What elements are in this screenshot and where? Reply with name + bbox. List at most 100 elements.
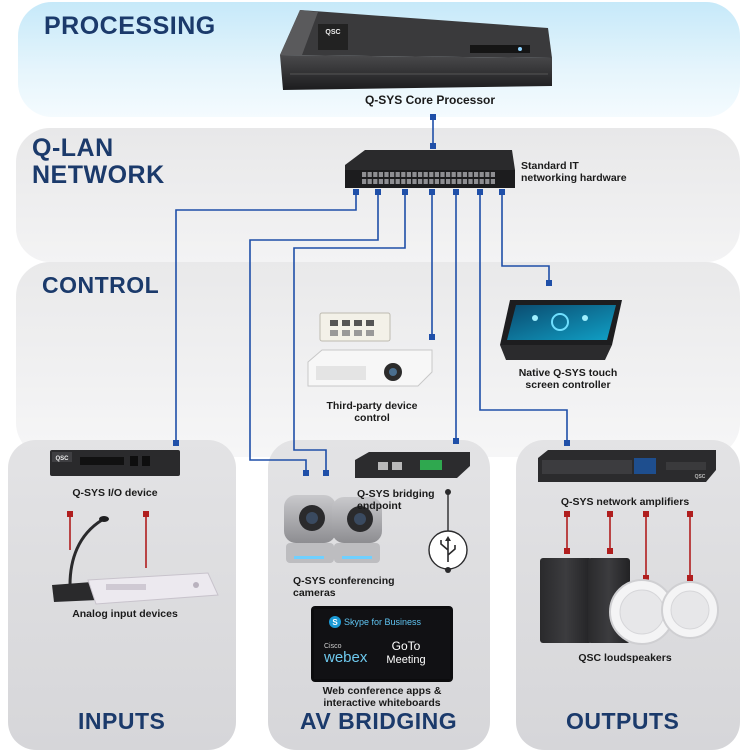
switch-port: [462, 172, 467, 177]
heading-network-line1: Q-LAN: [32, 134, 114, 162]
cisco-text: Cisco: [324, 643, 342, 650]
switch-port: [401, 172, 406, 177]
label-bridging-line1: Q-SYS bridging: [357, 488, 435, 500]
switch-port: [406, 179, 411, 184]
label-switch-line2: networking hardware: [521, 172, 627, 184]
switch-port: [378, 179, 383, 184]
switch-port: [457, 179, 462, 184]
switch-port: [418, 179, 423, 184]
label-touch-line1: Native Q-SYS touch: [518, 367, 618, 379]
touch-screen-device: [500, 300, 622, 360]
io-device: QSC: [50, 450, 180, 476]
bridging-endpoint-device: [355, 452, 470, 478]
switch-port: [423, 179, 428, 184]
switch-port: [479, 179, 484, 184]
switch-port: [468, 172, 473, 177]
switch-port: [362, 179, 367, 184]
switch-port: [440, 179, 445, 184]
amp-brand-text: QSC: [695, 474, 706, 480]
heading-control: CONTROL: [42, 272, 160, 298]
switch-port: [434, 172, 439, 177]
loudspeakers: [540, 558, 719, 645]
core-processor-device: QSC: [280, 10, 552, 90]
label-amplifiers: Q-SYS network amplifiers: [560, 496, 690, 508]
switch-port: [367, 179, 372, 184]
goto-text-1: GoTo: [392, 639, 421, 653]
switch-port: [474, 179, 479, 184]
label-web-conference: Web conference apps & interactive whiteb…: [302, 685, 462, 709]
label-core-processor: Q-SYS Core Processor: [364, 93, 496, 107]
web-conference-screen: S Skype for Business Cisco webex GoTo Me…: [311, 606, 453, 682]
label-webconf-line2: interactive whiteboards: [323, 697, 441, 709]
analog-input-devices: [52, 516, 219, 605]
switch-port: [384, 172, 389, 177]
switch-port: [418, 172, 423, 177]
core-brand-text: QSC: [325, 29, 340, 36]
av-bridging-panel: [268, 440, 490, 750]
skype-icon: S: [329, 616, 341, 628]
switch-port: [395, 179, 400, 184]
label-cameras: Q-SYS conferencing cameras: [293, 575, 395, 599]
label-bridging-endpoint: Q-SYS bridging endpoint: [357, 488, 435, 512]
switch-port: [412, 179, 417, 184]
switch-port: [429, 172, 434, 177]
label-switch-line1: Standard IT: [521, 160, 579, 172]
switch-port: [406, 172, 411, 177]
network-endpoints: [173, 114, 570, 476]
switch-port: [362, 172, 367, 177]
label-cameras-line2: cameras: [293, 587, 336, 599]
switch-port: [401, 179, 406, 184]
label-cameras-line1: Q-SYS conferencing: [293, 575, 395, 587]
switch-port: [490, 172, 495, 177]
switch-port: [367, 172, 372, 177]
switch-port: [485, 179, 490, 184]
heading-inputs: INPUTS: [78, 708, 166, 734]
webex-text: webex: [323, 649, 368, 666]
label-third-party-line2: control: [354, 412, 390, 424]
usb-icon: [428, 489, 468, 573]
switch-port: [474, 172, 479, 177]
goto-text-2: Meeting: [386, 654, 425, 666]
switch-port: [384, 179, 389, 184]
switch-port: [451, 179, 456, 184]
io-brand-text: QSC: [55, 456, 69, 462]
switch-port: [462, 179, 467, 184]
analog-endpoints: [67, 511, 693, 581]
switch-port: [373, 179, 378, 184]
switch-port: [412, 172, 417, 177]
label-touch-line2: screen controller: [525, 379, 611, 391]
switch-port: [446, 179, 451, 184]
switch-port: [378, 172, 383, 177]
label-analog-inputs: Analog input devices: [72, 608, 178, 620]
label-touch-screen: Native Q-SYS touch screen controller: [508, 367, 628, 391]
network-links: [175, 114, 568, 472]
switch-port: [429, 179, 434, 184]
switch-port: [446, 172, 451, 177]
analog-links: [69, 514, 691, 578]
switch-port: [395, 172, 400, 177]
switch-port: [457, 172, 462, 177]
label-third-party: Third-party device control: [310, 400, 434, 424]
switch-port: [468, 179, 473, 184]
switch-port: [485, 172, 490, 177]
switch-port: [373, 172, 378, 177]
switch-port: [440, 172, 445, 177]
label-webconf-line1: Web conference apps &: [322, 685, 442, 697]
network-switch-device: [345, 150, 515, 188]
heading-processing: PROCESSING: [44, 12, 216, 40]
switch-port: [490, 179, 495, 184]
third-party-devices: [307, 312, 433, 387]
label-io-device: Q-SYS I/O device: [72, 487, 158, 499]
heading-outputs: OUTPUTS: [566, 708, 680, 734]
svg-text:S: S: [332, 618, 338, 627]
heading-network: Q-LAN NETWORK: [32, 135, 165, 189]
switch-port: [390, 172, 395, 177]
heading-av-bridging: AV BRIDGING: [300, 708, 458, 734]
switch-port: [479, 172, 484, 177]
switch-port: [423, 172, 428, 177]
label-switch: Standard IT networking hardware: [521, 160, 627, 184]
switch-port: [451, 172, 456, 177]
switch-port: [390, 179, 395, 184]
